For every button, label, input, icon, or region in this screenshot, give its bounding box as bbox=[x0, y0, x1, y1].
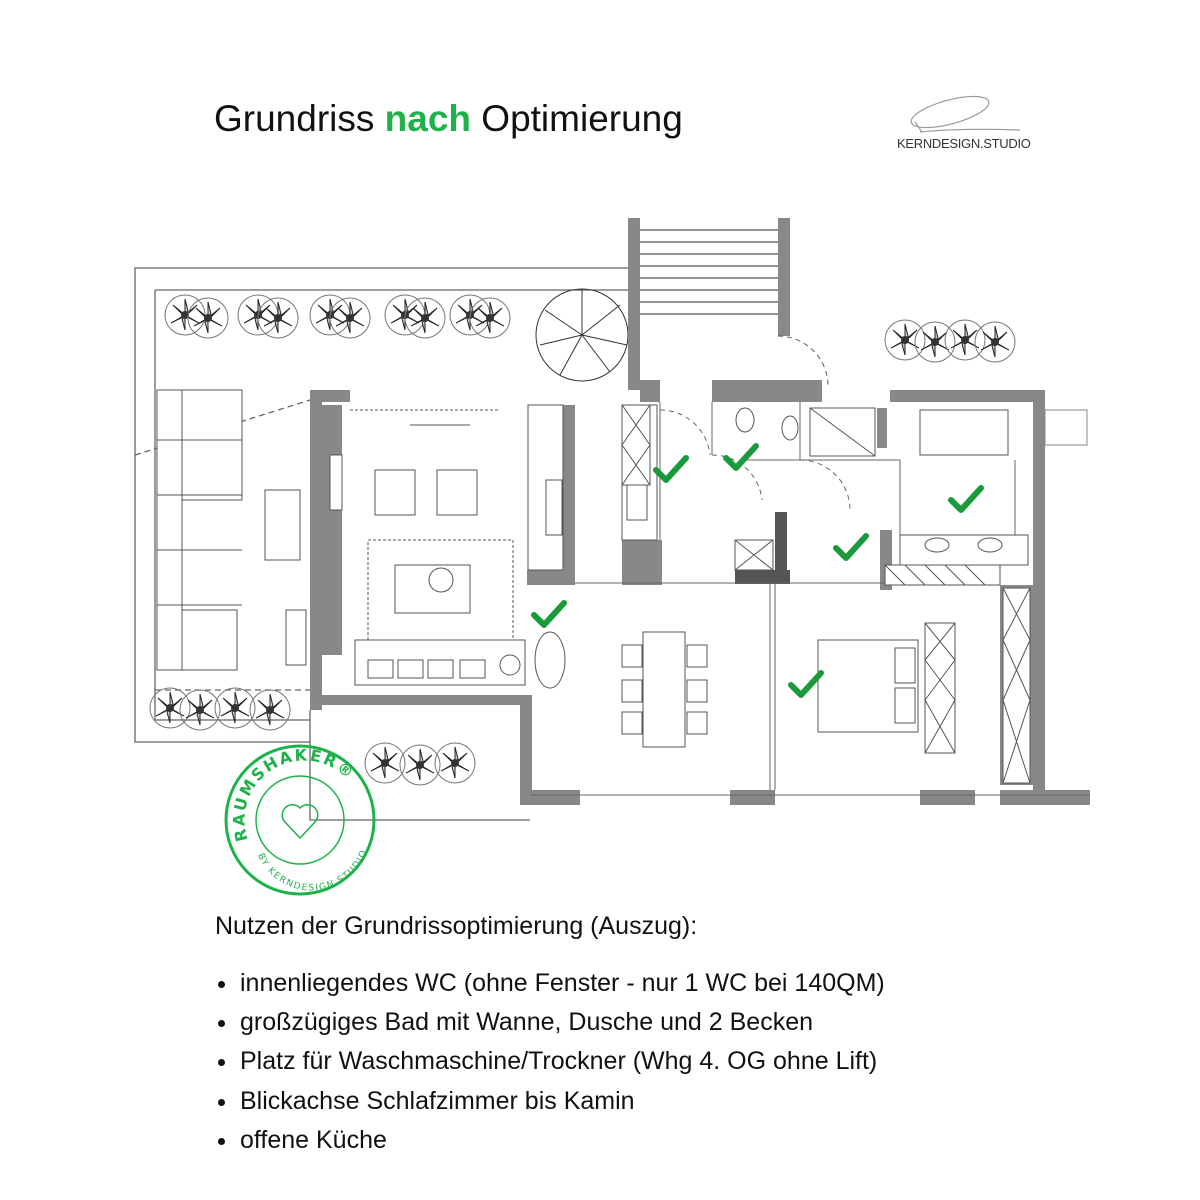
page-title: Grundriss nach Optimierung bbox=[214, 98, 683, 140]
title-text: Optimierung bbox=[471, 98, 683, 139]
title-text: Grundriss bbox=[214, 98, 385, 139]
floor-plan: RAUMSHAKER® BY KERNDESIGN.STUDIO bbox=[134, 218, 1090, 896]
stamp-brand: RAUMSHAKER® bbox=[229, 745, 356, 843]
signature-icon bbox=[910, 95, 1021, 133]
tree bbox=[535, 288, 629, 382]
heart-icon bbox=[281, 804, 319, 840]
list-item: offene Küche bbox=[215, 1123, 885, 1162]
logo-text: KERNDESIGN.STUDIO bbox=[897, 136, 1031, 151]
list-item: Blickachse Schlafzimmer bis Kamin bbox=[215, 1084, 885, 1123]
list-item: Platz für Waschmaschine/Trockner (Whg 4.… bbox=[215, 1044, 885, 1083]
list-item: großzügiges Bad mit Wanne, Dusche und 2 … bbox=[215, 1005, 885, 1044]
checkmark-icon bbox=[951, 488, 981, 510]
list-item: innenliegendes WC (ohne Fenster - nur 1 … bbox=[215, 966, 885, 1005]
checkmark-icon bbox=[836, 536, 866, 558]
staircase bbox=[628, 218, 829, 390]
kerndesign-logo: KERNDESIGN.STUDIO bbox=[890, 92, 1040, 154]
furniture bbox=[329, 404, 1031, 784]
checkmark-icon bbox=[534, 603, 564, 625]
benefits-list: innenliegendes WC (ohne Fenster - nur 1 … bbox=[215, 966, 885, 1162]
terrace bbox=[134, 267, 628, 821]
title-highlight: nach bbox=[384, 98, 472, 139]
svg-text:RAUMSHAKER®: RAUMSHAKER® bbox=[229, 745, 358, 843]
checkmark-icon bbox=[791, 673, 821, 695]
checkmark-icon bbox=[726, 446, 756, 468]
benefits-heading: Nutzen der Grundrissoptimierung (Auszug)… bbox=[215, 912, 698, 940]
terrace-lounge bbox=[156, 389, 307, 671]
